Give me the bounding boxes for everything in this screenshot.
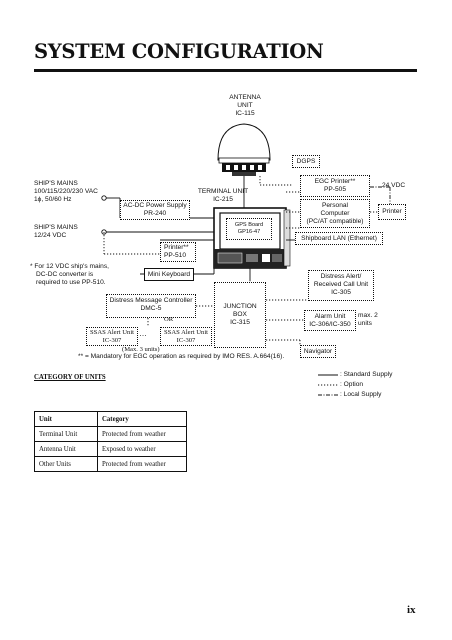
gps-board-box: GPS Board GP16-47: [226, 218, 272, 240]
distress-alert-line3: IC-305: [331, 289, 351, 297]
egc-printer-box: EGC Printer** PP-505: [300, 175, 370, 197]
alarm-line2: IC-306/IC-350: [309, 321, 351, 329]
antenna-label-line3: IC-115: [235, 110, 255, 118]
personal-computer-box: Personal Computer (PC/AT compatible): [300, 199, 370, 228]
mains-dc-line2: 12/24 VDC: [34, 232, 67, 240]
page-number: ix: [407, 604, 416, 616]
mains-dc-line1: SHIP'S MAINS: [34, 224, 78, 231]
gps-board-line1: GPS Board: [234, 222, 264, 228]
printer-box: Printer: [378, 204, 406, 220]
distress-alert-unit-box: Distress Alert/ Received Call Unit IC-30…: [308, 270, 374, 301]
title-rule: [34, 69, 417, 72]
printer-pp510-box: Printer** PP-510: [160, 242, 196, 262]
table-cell: Antenna Unit: [34, 441, 98, 457]
category-heading: CATEGORY OF UNITS: [34, 374, 106, 381]
table-cell: Exposed to weather: [97, 441, 187, 457]
dgps-box: DGPS: [292, 155, 320, 168]
legend-swatches: [318, 374, 338, 396]
pp510-line1: Printer**: [164, 244, 189, 251]
ships-mains-ac-label: SHIP'S MAINS 100/115/220/230 VAC 1ϕ, 50/…: [34, 180, 98, 205]
distress-alert-line2: Received Call Unit: [313, 281, 369, 289]
footnote-12v-line1: * For 12 VDC ship's mains,: [30, 263, 109, 270]
antenna-label: ANTENNA UNIT IC-115: [218, 94, 272, 119]
dgps-label: DGPS: [296, 158, 316, 165]
table-cell: Other Units: [34, 456, 98, 472]
shipboard-lan-box: Shipboard LAN (Ethernet): [295, 232, 383, 245]
footnote-12v-line2: DC-DC converter is: [36, 271, 94, 279]
antenna-label-line1: ANTENNA: [229, 94, 261, 101]
printer-label: Printer: [382, 208, 402, 215]
table-cell: Protected from weather: [97, 426, 187, 442]
terminal-label-line1: TERMINAL UNIT: [197, 188, 249, 195]
egc-printer-line1: EGC Printer**: [314, 178, 356, 185]
junction-line1: JUNCTION: [223, 303, 257, 310]
ships-mains-dc-label: SHIP'S MAINS 12/24 VDC: [34, 224, 78, 240]
or-label: OR: [164, 316, 174, 323]
footnote-12v: * For 12 VDC ship's mains, DC-DC convert…: [30, 263, 109, 288]
category-col-category: Category: [97, 411, 187, 427]
ssas-ellipsis: …: [139, 329, 147, 338]
ssas-alert-unit-2: SSAS Alert Unit IC-307: [160, 327, 212, 346]
local-supply-lines: [370, 186, 391, 204]
alarm-line1: Alarm Unit: [314, 313, 346, 320]
table-row: Other Units Protected from weather: [34, 456, 187, 472]
distress-controller-box: Distress Message Controller DMC-5: [106, 294, 196, 318]
mains-ac-line2: 100/115/220/230 VAC: [34, 188, 98, 196]
footnote-mandatory: ** = Mandatory for EGC operation as requ…: [78, 353, 285, 360]
junction-box: JUNCTION BOX IC-315: [214, 282, 266, 348]
mains-ac-line3: 1ϕ, 50/60 Hz: [34, 196, 72, 204]
table-cell: Protected from weather: [97, 456, 187, 472]
alarm-unit-box: Alarm Unit IC-306/IC-350: [304, 310, 356, 331]
distress-alert-line1: Distress Alert/: [320, 273, 362, 280]
table-cell: Terminal Unit: [34, 426, 98, 442]
acdc-line2: PR-240: [143, 210, 167, 218]
mini-keyboard-box: Mini Keyboard: [144, 268, 194, 281]
legend-option: : Option: [340, 381, 364, 388]
acdc-line1: AC-DC Power Supply: [123, 202, 187, 209]
egc-printer-line2: PP-505: [324, 186, 346, 194]
navigator-box: Navigator: [300, 345, 336, 358]
ssas1-line1: SSAS Alert Unit: [90, 329, 134, 336]
table-row: Antenna Unit Exposed to weather: [34, 441, 187, 457]
category-header-row: Unit Category: [34, 411, 187, 427]
ssas1-line2: IC-307: [102, 337, 122, 345]
max2-line2: units: [358, 320, 372, 328]
mini-keyboard-label: Mini Keyboard: [147, 271, 191, 278]
mains-ac-line1: SHIP'S MAINS: [34, 180, 78, 187]
table-row: Terminal Unit Protected from weather: [34, 426, 187, 442]
ssas2-line2: IC-307: [176, 337, 196, 345]
category-table: Unit Category Terminal Unit Protected fr…: [34, 411, 187, 472]
footnote-12v-line3: required to use PP-510.: [36, 279, 106, 287]
vdc24-label: 24 VDC: [382, 182, 406, 189]
pc-line3: (PC/AT compatible): [306, 218, 364, 226]
navigator-label: Navigator: [303, 348, 333, 355]
max2-label: max. 2 units: [358, 312, 378, 328]
antenna-label-line2: UNIT: [237, 102, 253, 110]
junction-line2: BOX: [233, 311, 247, 319]
max3-label: (Max. 3 units): [122, 346, 160, 353]
terminal-label-line2: IC-215: [213, 196, 233, 204]
dmc-line2: DMC-5: [140, 305, 162, 313]
ssas2-line1: SSAS Alert Unit: [164, 329, 208, 336]
category-col-unit: Unit: [34, 411, 98, 427]
option-lines: [103, 176, 378, 345]
pc-line1: Personal: [321, 202, 349, 209]
gps-board-line2: GP16-47: [237, 229, 261, 236]
pp510-line2: PP-510: [164, 252, 186, 260]
max2-line1: max. 2: [358, 312, 378, 319]
dmc-line1: Distress Message Controller: [109, 297, 193, 304]
ssas-alert-unit-1: SSAS Alert Unit IC-307: [86, 327, 138, 346]
legend-local: : Local Supply: [340, 391, 382, 398]
lan-label: Shipboard LAN (Ethernet): [301, 235, 377, 242]
antenna-unit-drawing: [217, 123, 271, 176]
legend-standard: : Standard Supply: [340, 371, 393, 378]
terminal-unit-label: TERMINAL UNIT IC-215: [188, 188, 258, 204]
junction-line3: IC-315: [230, 319, 250, 327]
page-title: SYSTEM CONFIGURATION: [34, 40, 324, 63]
acdc-power-supply-box: AC-DC Power Supply PR-240: [120, 200, 190, 220]
pc-line2: Computer: [320, 210, 350, 218]
